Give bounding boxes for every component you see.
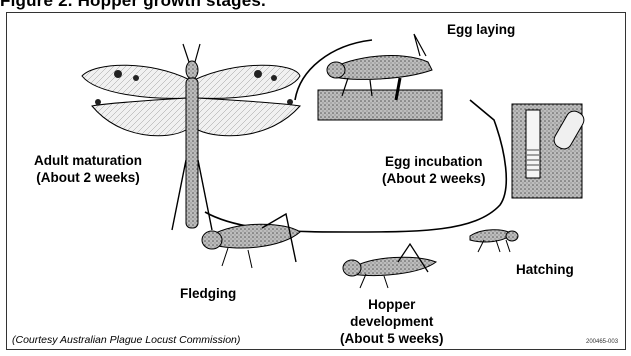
label-hopper-line1: Hopper <box>340 296 444 313</box>
label-adult-maturation-line2: (About 2 weeks) <box>34 169 142 186</box>
label-hopper-line2: development <box>340 313 444 330</box>
figure-code: 200465-003 <box>586 339 618 345</box>
adult-locust-icon <box>82 44 300 230</box>
label-egg-incubation-line2: (About 2 weeks) <box>382 170 486 187</box>
label-hopper-line3: (About 5 weeks) <box>340 330 444 347</box>
hopper-icon <box>343 244 436 288</box>
label-hatching-text: Hatching <box>516 262 574 277</box>
label-fledging: Fledging <box>180 285 236 302</box>
label-egg-laying-text: Egg laying <box>447 22 515 37</box>
egg-laying-locust-icon <box>318 34 442 120</box>
label-hatching: Hatching <box>516 261 574 278</box>
label-fledging-text: Fledging <box>180 286 236 301</box>
image-credit: (Courtesy Australian Plague Locust Commi… <box>12 334 240 346</box>
egg-pod-icon <box>512 104 587 198</box>
label-egg-incubation-line1: Egg incubation <box>382 153 486 170</box>
label-adult-maturation: Adult maturation (About 2 weeks) <box>34 152 142 186</box>
label-egg-laying: Egg laying <box>447 21 515 38</box>
label-adult-maturation-line1: Adult maturation <box>34 152 142 169</box>
fledgling-icon <box>202 214 300 268</box>
hatchling-icon <box>470 230 518 252</box>
label-hopper-development: Hopper development (About 5 weeks) <box>340 296 444 347</box>
label-egg-incubation: Egg incubation (About 2 weeks) <box>382 153 486 187</box>
